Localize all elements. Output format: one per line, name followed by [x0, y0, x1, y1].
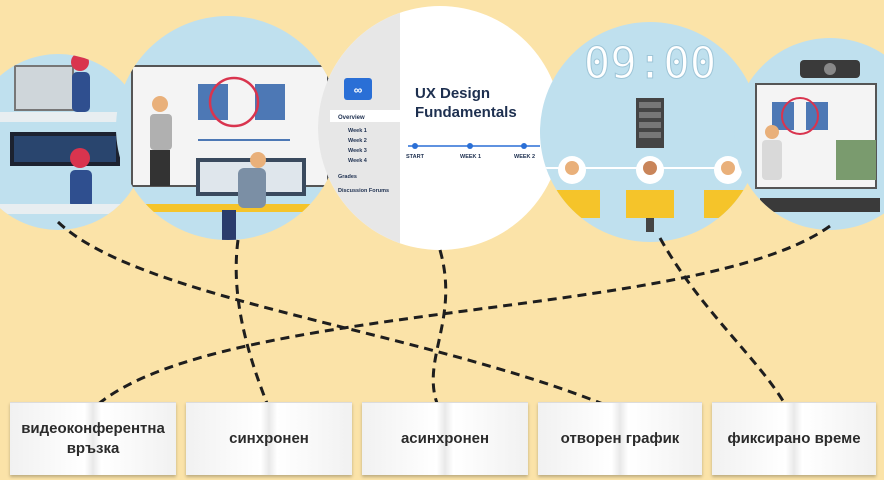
label-card-synchronous[interactable]: синхронен [186, 402, 352, 475]
label-text: фиксирано време [727, 430, 861, 447]
timeline-dot [412, 143, 418, 149]
timeline-label: WEEK 2 [514, 154, 535, 160]
svg-text:∞: ∞ [354, 83, 363, 97]
menu-item: Week 1 [348, 128, 367, 134]
label-line: връзка [66, 440, 120, 457]
course-title: Fundamentals [415, 104, 517, 121]
menu-item: Week 3 [348, 148, 367, 154]
course-title: UX Design [415, 85, 490, 102]
clock-display: 09:00 [584, 38, 716, 89]
menu-item: Week 4 [348, 158, 368, 164]
connector-line [431, 249, 448, 407]
menu-item: Grades [338, 174, 357, 180]
presenter-illustration [734, 38, 884, 230]
label-text: видеоконферентна връзка [9, 419, 177, 459]
timeline-dot [521, 143, 527, 149]
timeline-label: START [406, 154, 425, 160]
connector-line [234, 239, 270, 407]
menu-item: Week 2 [348, 138, 367, 144]
timeline-dot [467, 143, 473, 149]
label-text: отворен график [560, 430, 680, 447]
schedule-illustration: 09:00 [540, 22, 760, 242]
connector-line [56, 220, 609, 408]
label-card-asynchronous[interactable]: асинхронен [362, 402, 528, 475]
connector-line [95, 224, 831, 408]
label-card-videoconference[interactable]: видеоконферентна връзка [10, 402, 176, 475]
connector-lines [56, 220, 831, 408]
label-card-fixed-time[interactable]: фиксирано време [712, 402, 876, 475]
label-text: синхронен [229, 430, 309, 447]
menu-item: Discussion Forums [338, 188, 389, 194]
label-card-open-schedule[interactable]: отворен график [538, 402, 702, 475]
connector-line [658, 237, 788, 407]
label-text: асинхронен [400, 430, 490, 447]
course-page-illustration: ∞ Overview Week 1 Week 2 Week 3 Week 4 G… [318, 6, 562, 250]
classroom-illustration [116, 16, 340, 240]
timeline-label: WEEK 1 [460, 154, 481, 160]
label-line: видеоконферентна [21, 420, 165, 437]
menu-item: Overview [338, 115, 365, 121]
